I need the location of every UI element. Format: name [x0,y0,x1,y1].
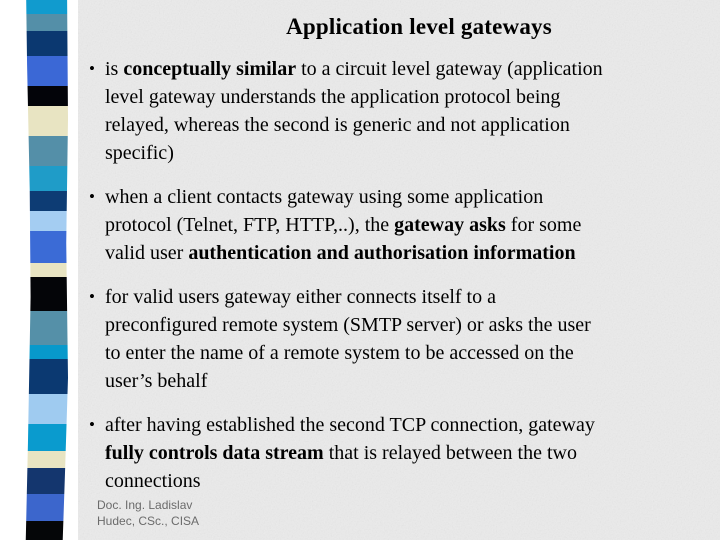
bullet-text-line: preconfigured remote system (SMTP server… [105,314,591,336]
slide-panel: Application level gateways • is conceptua… [78,0,720,540]
stripe-block [25,263,68,277]
bullet-text-line: to enter the name of a remote system to … [105,342,574,364]
stripe-block [25,359,68,394]
bullet-text-line: level gateway understands the applicatio… [105,86,561,108]
stripe-block [25,166,68,191]
author-credit: Doc. Ing. Ladislav Hudec, CSc., CISA [97,497,199,529]
bullet-item: • for valid users gateway either connects… [88,283,710,395]
stripe-block [25,86,68,106]
stripe-block [25,494,68,521]
stripe-block [25,31,68,56]
stripe-block [25,0,68,14]
bullet-text-line: fully controls data stream that is relay… [105,442,577,464]
stripe-block [25,345,68,359]
bullet-text-line: user’s behalf [105,370,208,392]
bullet-text-line: valid user authentication and authorisat… [105,242,576,264]
bullet-item: • when a client contacts gateway using so… [88,183,710,267]
bullet-list: • is conceptually similar to a circuit le… [88,55,710,495]
bullet-marker: • [89,59,95,78]
bullet-text-line: specific) [105,142,174,164]
stripe-block [25,424,68,451]
bullet-marker: • [89,415,95,434]
bullet-text-line: after having established the second TCP … [105,414,595,436]
stripe-block [25,106,68,136]
stripe-block [25,451,68,468]
bullet-item: • is conceptually similar to a circuit le… [88,55,710,167]
slide-content: Application level gateways • is conceptua… [88,10,710,511]
bullet-text-line: when a client contacts gateway using som… [105,186,544,208]
bullet-text-line: for valid users gateway either connects … [105,286,496,308]
slide-title: Application level gateways [286,14,552,39]
bullet-marker: • [89,287,95,306]
bullet-text-line: relayed, whereas the second is generic a… [105,114,570,136]
decorative-stripe [25,0,68,540]
author-credit-line-1: Doc. Ing. Ladislav [97,498,193,512]
stripe-block [25,311,68,345]
bullet-text-line: connections [105,470,201,492]
stripe-block [25,394,68,424]
stripe-block [25,468,68,494]
bullet-item: • after having established the second TCP… [88,411,710,495]
bullet-text-line: is conceptually similar to a circuit lev… [105,58,603,80]
stripe-block [25,14,68,31]
stripe-block [25,191,68,211]
stripe-block [25,211,68,231]
stripe-block [25,231,68,263]
stripe-block [25,136,68,166]
stripe-block [25,521,68,540]
stripe-block [25,277,68,311]
bullet-text-line: protocol (Telnet, FTP, HTTP,..), the gat… [105,214,582,236]
stripe-block [25,56,68,86]
author-credit-line-2: Hudec, CSc., CISA [97,514,200,528]
bullet-marker: • [89,187,95,206]
